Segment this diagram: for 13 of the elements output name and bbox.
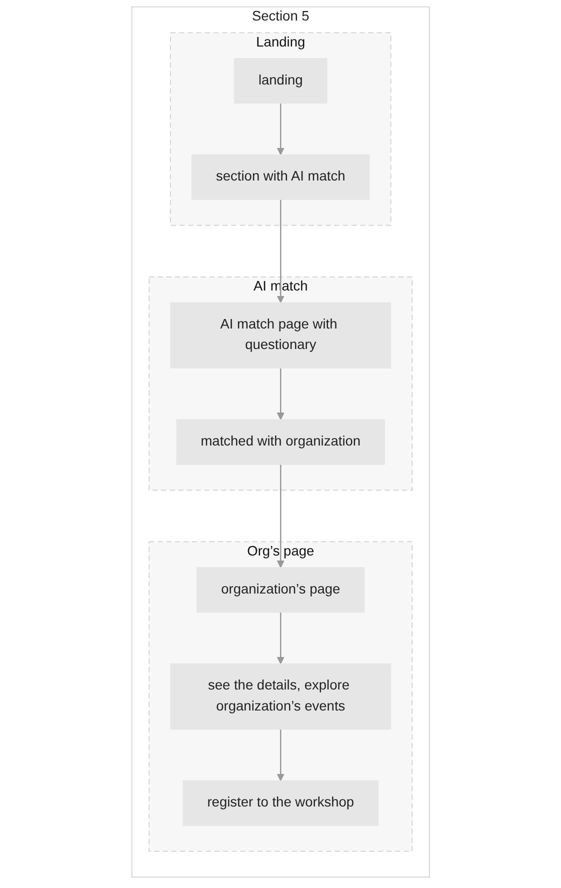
node-box: organization’s page (196, 567, 365, 613)
node-box: landing (234, 58, 328, 104)
node-box: register to the workshop (182, 780, 378, 826)
node-box: AI match page with questionary (170, 302, 391, 368)
arrow (276, 729, 284, 782)
arrow (276, 464, 284, 568)
node-box: section with AI match (191, 154, 370, 200)
node-box: matched with organization (176, 419, 385, 465)
arrow (276, 103, 284, 156)
node-box: see the details, explore organization’s events (170, 663, 391, 730)
arrow (276, 612, 284, 664)
arrow (276, 200, 284, 304)
arrow (276, 368, 284, 420)
